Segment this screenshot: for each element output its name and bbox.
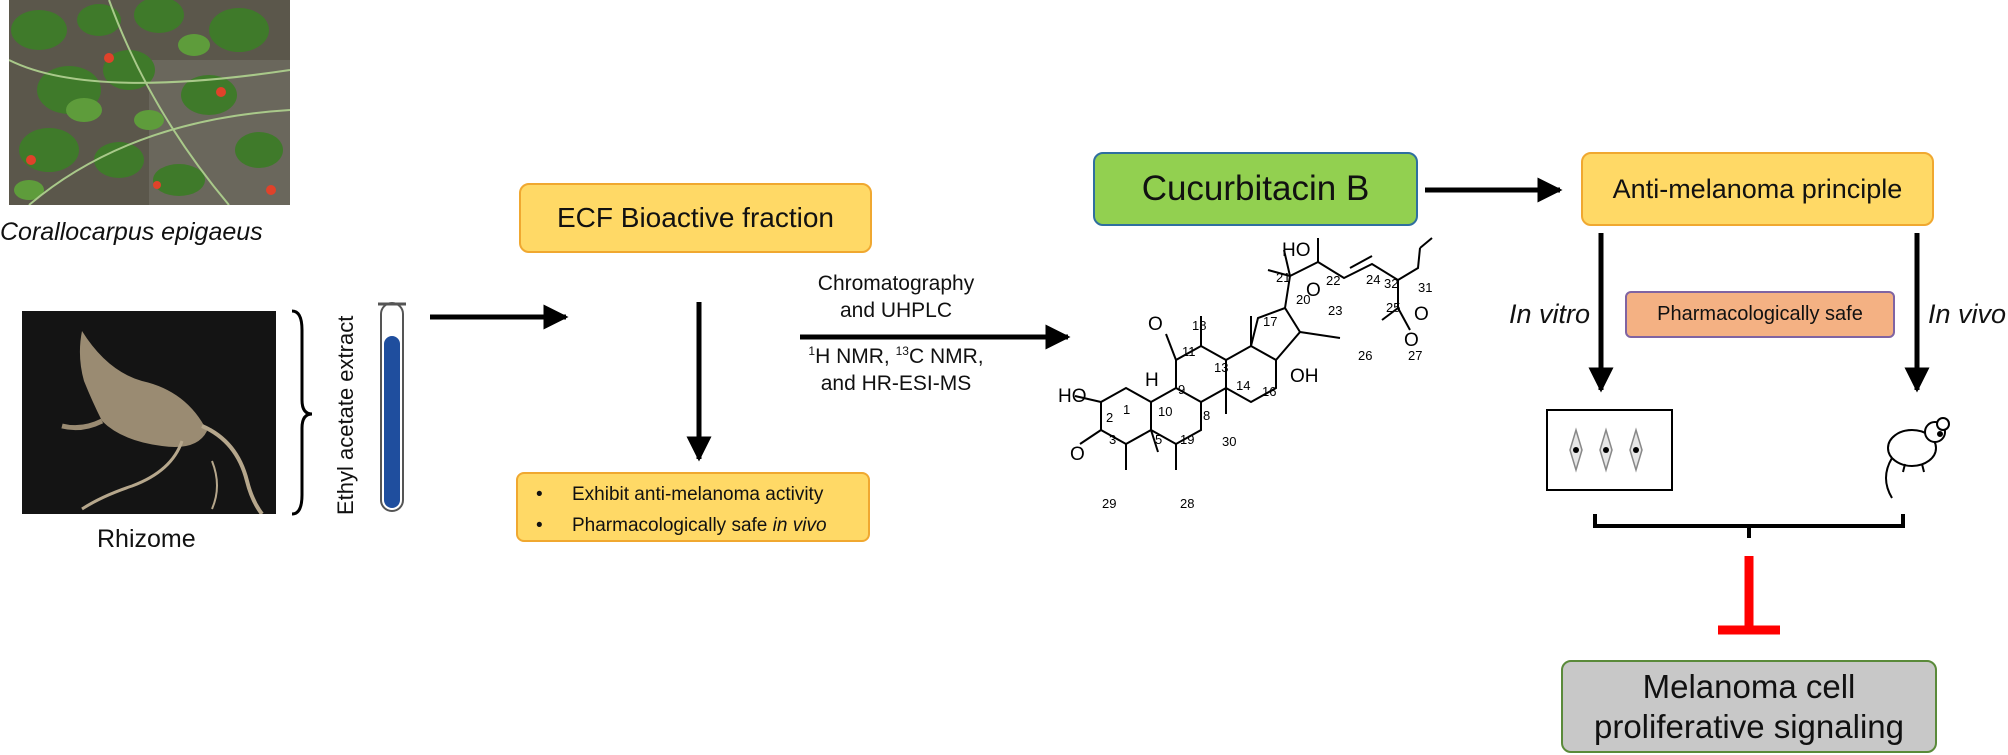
nmr-text-b: C NMR, [908, 345, 984, 368]
fraction-box: ECF Bioactive fraction [519, 183, 872, 253]
rhizome-illustration [22, 311, 276, 514]
position-number: 3 [1109, 432, 1116, 447]
position-number: 18 [1192, 318, 1206, 333]
position-number: 31 [1418, 280, 1432, 295]
rhizome-bracket [291, 309, 313, 516]
position-number: 9 [1178, 382, 1185, 397]
position-number: 11 [1182, 344, 1196, 359]
plant-leaves-illustration [9, 0, 290, 205]
atom-label: O [1070, 444, 1085, 465]
plant-leaves-photo [9, 0, 290, 205]
outcome-line-1: Melanoma cell [1642, 667, 1856, 705]
position-number: 2 [1106, 410, 1113, 425]
methods-line-3: 1H NMR, 13C NMR, [790, 338, 1002, 370]
position-number: 10 [1158, 404, 1172, 419]
rhizome-photo [22, 311, 276, 514]
cucurbitacin-b-structure [1074, 237, 1433, 470]
bullet-dot: • [536, 514, 543, 536]
position-number: 32 [1384, 276, 1398, 291]
methods-line-2: and UHPLC [839, 299, 953, 322]
position-number: 28 [1180, 496, 1194, 511]
safety-label: Pharmacologically safe [1657, 303, 1863, 325]
fraction-properties-box: • Exhibit anti-melanoma activity • Pharm… [516, 472, 870, 542]
melanoma-cells-icon [1546, 409, 1673, 491]
position-number: 16 [1262, 384, 1276, 399]
position-number: 1 [1123, 402, 1130, 417]
atom-label: O [1148, 314, 1163, 335]
position-number: 5 [1155, 432, 1162, 447]
position-number: 23 [1328, 303, 1342, 318]
structure-position-numbers: 1 2 3 5 8 9 10 11 13 14 16 17 18 19 20 2… [1102, 270, 1432, 511]
compound-box: Cucurbitacin B [1093, 152, 1418, 226]
outcome-line-2: proliferative signaling [1593, 707, 1904, 745]
in-vivo-label: In vivo [1928, 299, 2007, 329]
atom-label: HO [1282, 240, 1311, 261]
position-number: 19 [1180, 432, 1194, 447]
atom-label: O [1306, 280, 1321, 301]
position-number: 8 [1203, 408, 1210, 423]
nmr-superscript-13: 13 [895, 344, 909, 358]
position-number: 14 [1236, 378, 1250, 393]
species-label: Corallocarpus epigaeus [0, 218, 263, 246]
fraction-title: ECF Bioactive fraction [557, 202, 834, 233]
methods-line-4: and HR-ESI-MS [820, 372, 972, 395]
fraction-bullet-1: • Exhibit anti-melanoma activity [536, 479, 868, 510]
compound-name: Cucurbitacin B [1141, 169, 1370, 208]
atom-label: HO [1058, 386, 1087, 407]
atom-label: H [1145, 370, 1159, 391]
bullet-text: Exhibit anti-melanoma activity [572, 483, 824, 505]
bullet-text: Pharmacologically safe [572, 514, 773, 536]
nmr-superscript-1: 1 [808, 344, 816, 358]
fraction-bullet-2: • Pharmacologically safe in vivo [536, 510, 868, 541]
position-number: 24 [1366, 272, 1380, 287]
position-number: 25 [1386, 300, 1400, 315]
position-number: 17 [1263, 314, 1277, 329]
atom-label: O [1414, 304, 1429, 325]
methods-text: Chromatography and UHPLC 1H NMR, 13C NMR… [790, 270, 1002, 397]
safety-box: Pharmacologically safe [1625, 291, 1895, 338]
position-number: 29 [1102, 496, 1116, 511]
test-tube-icon [378, 302, 406, 512]
merge-bracket [1593, 514, 1905, 528]
mouse-icon [1885, 417, 1950, 499]
position-number: 20 [1296, 292, 1310, 307]
principle-box: Anti-melanoma principle [1581, 152, 1934, 226]
structure-atom-labels: HO HO OH H O O O O O [1058, 240, 1429, 465]
position-number: 13 [1214, 360, 1228, 375]
in-vitro-label: In vitro [1509, 299, 1591, 329]
position-number: 30 [1222, 434, 1236, 449]
outcome-box: Melanoma cell proliferative signaling [1561, 660, 1937, 753]
bullet-emphasis: in vivo [772, 514, 827, 536]
rhizome-label: Rhizome [97, 525, 196, 553]
position-number: 26 [1358, 348, 1372, 363]
atom-label: OH [1290, 366, 1319, 387]
principle-title: Anti-melanoma principle [1612, 173, 1903, 204]
methods-line-1: Chromatography [817, 272, 975, 295]
position-number: 21 [1276, 270, 1290, 285]
position-number: 22 [1326, 273, 1340, 288]
atom-label: O [1404, 330, 1419, 351]
bullet-dot: • [536, 483, 543, 505]
position-number: 27 [1408, 348, 1422, 363]
nmr-text-a: H NMR, [815, 345, 896, 368]
